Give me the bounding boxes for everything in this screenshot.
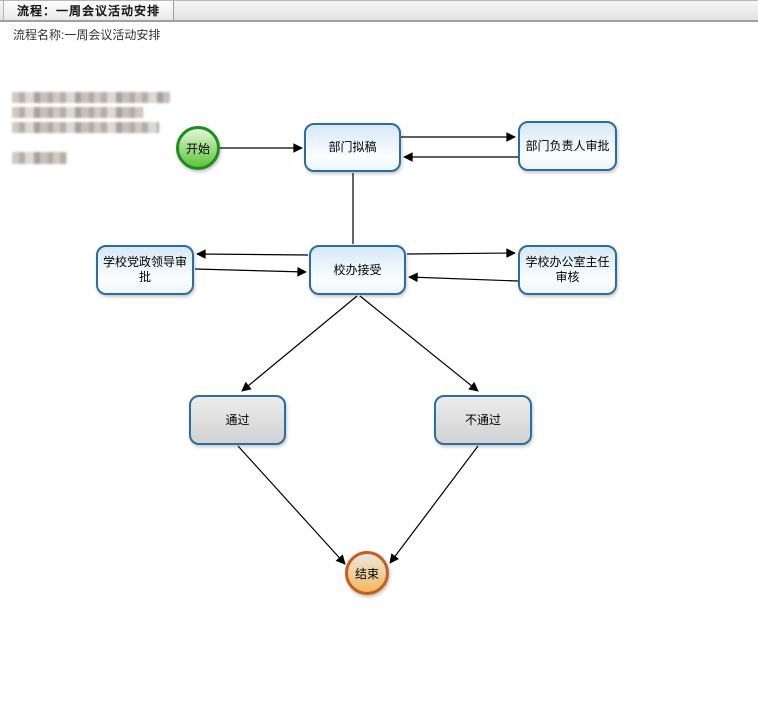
edge-office-director-to-office-accept [408, 272, 519, 283]
node-end[interactable]: 结束 [345, 551, 389, 595]
node-fail-label: 不通过 [464, 412, 501, 427]
redacted-line [12, 92, 170, 103]
node-draft[interactable]: 部门拟稿 [304, 123, 401, 172]
node-party-leader-approval-label: 学校党政领导审批 [102, 255, 187, 284]
node-pass[interactable]: 通过 [189, 395, 286, 445]
node-pass-label: 通过 [225, 412, 250, 427]
edge-office-accept-to-fail [359, 295, 479, 392]
node-party-leader-approval[interactable]: 学校党政领导审批 [96, 245, 194, 295]
node-end-label: 结束 [354, 566, 379, 581]
node-fail[interactable]: 不通过 [434, 395, 532, 445]
node-office-accept[interactable]: 校办接受 [309, 245, 406, 295]
redacted-line [12, 152, 67, 164]
edge-pass-to-end [237, 445, 346, 565]
process-tab[interactable]: 流程：一周会议活动安排 [3, 1, 175, 20]
redacted-line [12, 107, 143, 118]
node-start-label: 开始 [185, 141, 210, 156]
process-tab-label: 流程：一周会议活动安排 [17, 4, 161, 18]
redacted-line [12, 122, 159, 133]
flow-title: 流程名称:一周会议活动安排 [13, 28, 161, 42]
tab-bar: 流程：一周会议活动安排 [0, 0, 758, 22]
node-office-director-review[interactable]: 学校办公室主任审核 [518, 245, 617, 295]
node-dept-head-approval[interactable]: 部门负责人审批 [518, 121, 617, 171]
node-start[interactable]: 开始 [176, 126, 220, 170]
node-draft-label: 部门拟稿 [328, 140, 377, 154]
edge-fail-to-end [389, 445, 479, 564]
edge-office-accept-to-party-leader [196, 249, 309, 259]
node-office-accept-label: 校办接受 [333, 262, 382, 277]
edge-party-leader-to-office-accept [194, 266, 307, 277]
flow-canvas: 流程名称:一周会议活动安排 开始 部门拟稿 部门负责人审批 [0, 23, 758, 717]
edge-office-accept-to-pass [241, 295, 358, 392]
node-dept-head-approval-label: 部门负责人审批 [525, 138, 610, 153]
edge-office-accept-to-office-director [406, 248, 516, 258]
node-office-director-review-label: 学校办公室主任审核 [525, 255, 610, 284]
